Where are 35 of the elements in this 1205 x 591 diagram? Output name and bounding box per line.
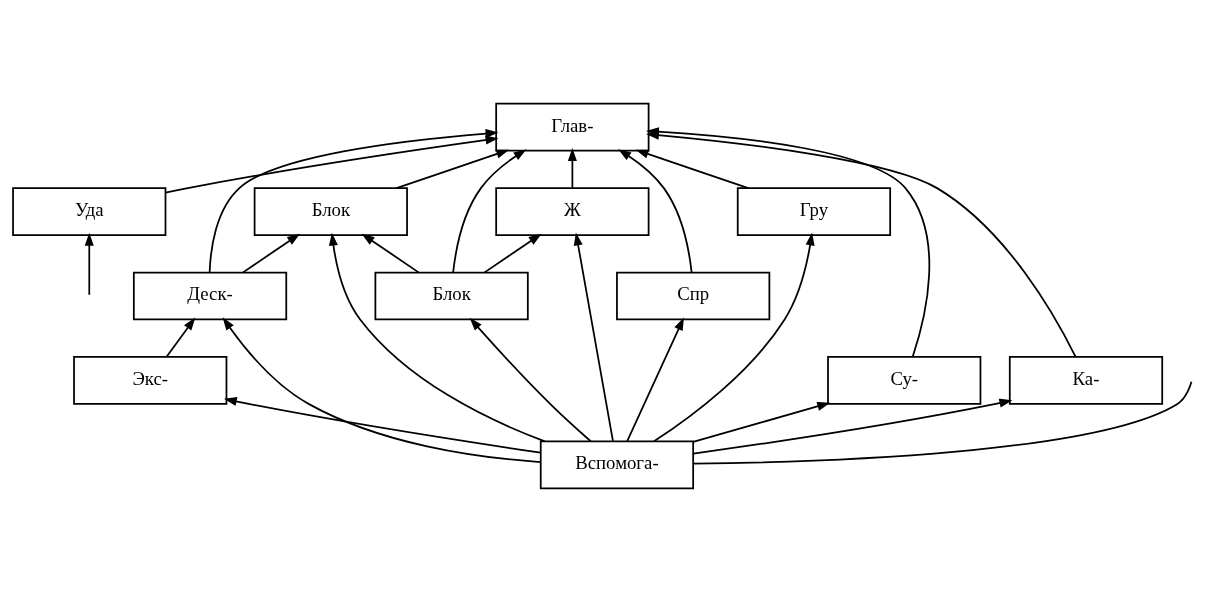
node-box: Ж <box>495 186 650 236</box>
arrow <box>626 316 684 442</box>
connector <box>692 380 1193 464</box>
arrow <box>646 130 1077 358</box>
node-box: Ка- <box>1008 355 1164 405</box>
arrow <box>222 316 542 463</box>
node-box: Спр <box>616 271 771 320</box>
node-box: Гру <box>736 186 892 236</box>
node-box: Уда <box>12 186 167 236</box>
arrow <box>208 128 499 273</box>
arrow <box>223 396 542 454</box>
node-box: Блок <box>253 186 408 236</box>
node-box: Блок <box>374 271 529 320</box>
node-box: Глав- <box>495 102 650 151</box>
arrow <box>395 149 510 189</box>
arrow <box>635 149 750 189</box>
arrow <box>618 148 693 273</box>
arrow <box>452 148 527 273</box>
arrow <box>164 135 499 193</box>
node-box: Су- <box>827 355 982 405</box>
arrow <box>361 233 420 273</box>
arrow <box>165 316 196 358</box>
arrow <box>328 232 546 442</box>
arrow <box>692 398 1013 454</box>
arrow <box>469 317 592 442</box>
arrow <box>653 232 815 442</box>
node-box: Деск- <box>132 271 288 320</box>
arrow <box>483 233 542 273</box>
arrow <box>692 401 831 443</box>
node-box: Экс- <box>73 355 228 405</box>
arrow <box>242 233 301 273</box>
node-box: Вспомога- <box>539 440 695 489</box>
arrow <box>567 147 577 189</box>
arrow <box>573 232 614 442</box>
arrow <box>84 232 94 296</box>
